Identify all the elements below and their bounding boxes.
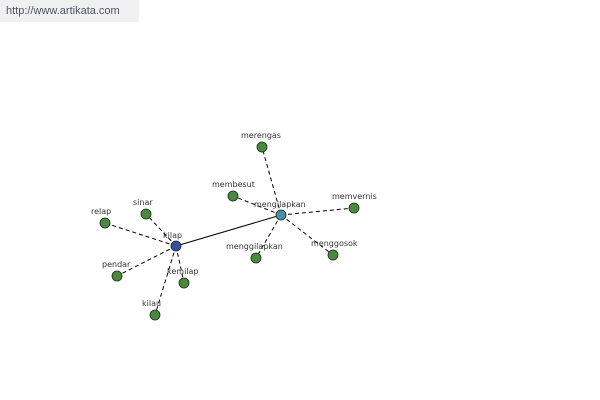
node-label-kemilap: kemilap [167,267,199,276]
node-label-mengilapkan: mengilapkan [254,200,306,209]
edge-mengilapkan-memvernis [280,207,355,216]
edge-kilap-kilau [154,245,177,316]
node-label-pendar: pendar [102,260,131,269]
node-label-kilau: kilau [142,299,161,308]
watermark-url[interactable]: http://www.artikata.com [0,0,139,22]
node-label-membesut: membesut [212,180,255,189]
node-label-kilap: kilap [163,231,182,240]
node-kemilap[interactable] [178,277,190,289]
node-relap[interactable] [99,217,111,229]
node-label-menggilapkan: menggilapkan [226,242,283,251]
edge-kilap-relap [104,222,177,247]
edge-mengilapkan-membesut [232,195,282,216]
node-memvernis[interactable] [348,202,360,214]
edge-kilap-sinar [145,213,177,247]
edge-mengilapkan-merengas [261,146,282,216]
edge-mengilapkan-menggilapkan [255,214,282,259]
node-label-relap: relap [91,207,111,216]
node-menggosok[interactable] [327,249,339,261]
edge-mengilapkan-menggosok [280,214,334,256]
node-merengas[interactable] [256,141,268,153]
node-mengilapkan[interactable] [275,209,287,221]
node-label-memvernis: memvernis [332,192,377,201]
node-kilau[interactable] [149,309,161,321]
node-label-merengas: merengas [241,131,281,140]
edges-layer [104,146,355,316]
node-pendar[interactable] [111,270,123,282]
node-kilap[interactable] [170,240,182,252]
node-menggilapkan[interactable] [250,252,262,264]
edge-kilap-mengilapkan [175,214,282,247]
node-sinar[interactable] [140,208,152,220]
node-membesut[interactable] [227,190,239,202]
node-label-menggosok: menggosok [311,239,358,248]
labels-layer: kilap mengilapkan merengas membesut memverni… [91,131,377,308]
node-label-sinar: sinar [133,198,153,207]
nodes-layer [99,141,360,321]
edge-kilap-kemilap [175,245,185,284]
